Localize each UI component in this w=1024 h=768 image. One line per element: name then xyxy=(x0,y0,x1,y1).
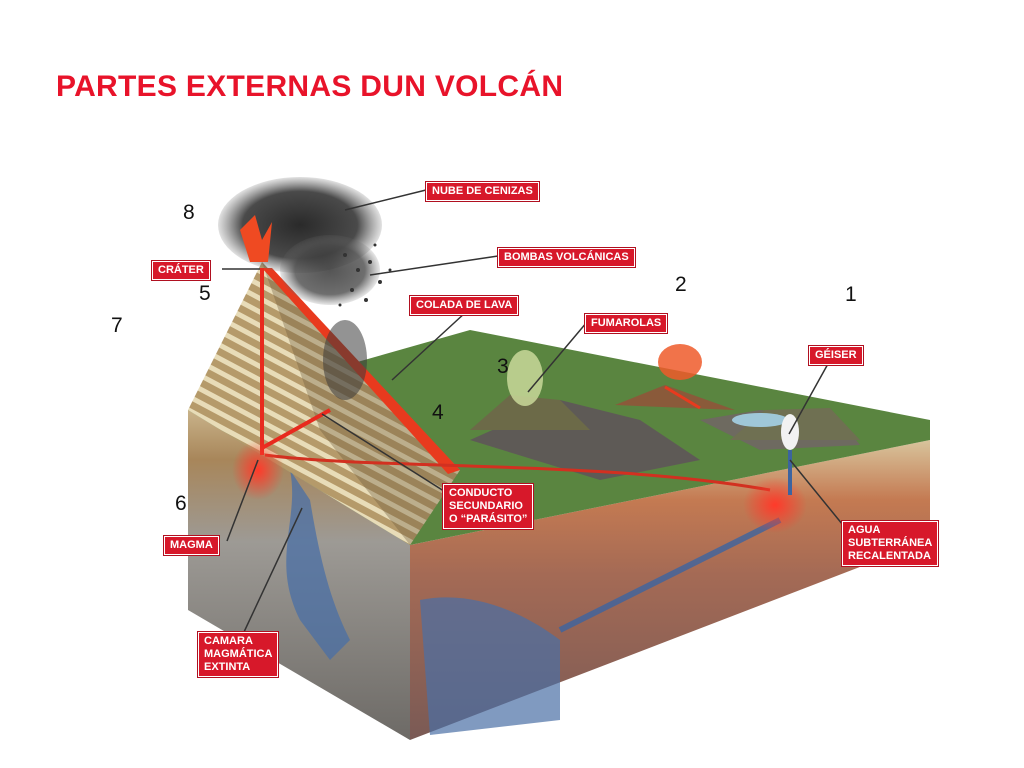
label-nube-de-cenizas: NUBE DE CENIZAS xyxy=(426,182,539,201)
label-agua-subterranea: AGUA SUBTERRÁNEA RECALENTADA xyxy=(842,521,939,566)
ash-smoke xyxy=(323,320,367,400)
number-5: 5 xyxy=(199,282,211,305)
label-conducto-line2: SECUNDARIO xyxy=(449,500,523,512)
label-camara-line1: CAMARA xyxy=(204,635,253,647)
ash-cloud-2 xyxy=(280,235,380,305)
number-4: 4 xyxy=(432,401,444,424)
crater-fire xyxy=(240,215,272,262)
label-camara-line3: EXTINTA xyxy=(204,661,251,673)
page-title: PARTES EXTERNAS DUN VOLCÁN xyxy=(56,70,564,103)
conduit-to-geyser xyxy=(264,453,771,492)
label-agua-line1: AGUA xyxy=(848,524,881,536)
label-camara-magmatica: CAMARA MAGMÁTICA EXTINTA xyxy=(198,632,279,677)
number-2: 2 xyxy=(675,273,687,296)
geyser-water xyxy=(732,413,788,427)
volcano-cone-shade xyxy=(262,262,460,545)
small-volcano-lava xyxy=(664,385,701,410)
groundwater-vein xyxy=(286,470,350,660)
label-geiser: GÉISER xyxy=(809,346,863,365)
label-conducto-secundario: CONDUCTO SECUNDARIO O “PARÁSITO” xyxy=(443,484,534,529)
fumarole-smoke xyxy=(507,350,543,406)
label-agua-line3: RECALENTADA xyxy=(848,550,931,562)
label-magma: MAGMA xyxy=(164,536,219,555)
number-6: 6 xyxy=(175,492,187,515)
fumarole-hill xyxy=(470,395,590,430)
label-crater: CRÁTER xyxy=(152,261,210,280)
volcanic-bombs xyxy=(338,243,392,307)
magma-chamber xyxy=(232,440,284,500)
number-8: 8 xyxy=(183,201,195,224)
small-volcano xyxy=(615,385,735,410)
leader-lines xyxy=(222,189,848,633)
groundwater-channel xyxy=(558,517,782,633)
number-3: 3 xyxy=(497,355,509,378)
number-7: 7 xyxy=(111,314,123,337)
geyser-magma xyxy=(743,477,807,533)
small-volcano-fire xyxy=(658,344,702,380)
groundwater-pool xyxy=(420,597,560,735)
label-colada-de-lava: COLADA DE LAVA xyxy=(410,296,519,315)
label-camara-line2: MAGMÁTICA xyxy=(204,648,273,660)
label-bombas-volcanicas: BOMBAS VOLCÁNICAS xyxy=(498,248,635,267)
label-conducto-line3: O “PARÁSITO” xyxy=(449,513,528,525)
secondary-conduit xyxy=(261,408,331,450)
label-fumarolas: FUMAROLAS xyxy=(585,314,668,333)
label-agua-line2: SUBTERRÁNEA xyxy=(848,537,933,549)
number-1: 1 xyxy=(845,283,857,306)
volcano-cone xyxy=(188,262,460,545)
label-conducto-line1: CONDUCTO xyxy=(449,487,513,499)
